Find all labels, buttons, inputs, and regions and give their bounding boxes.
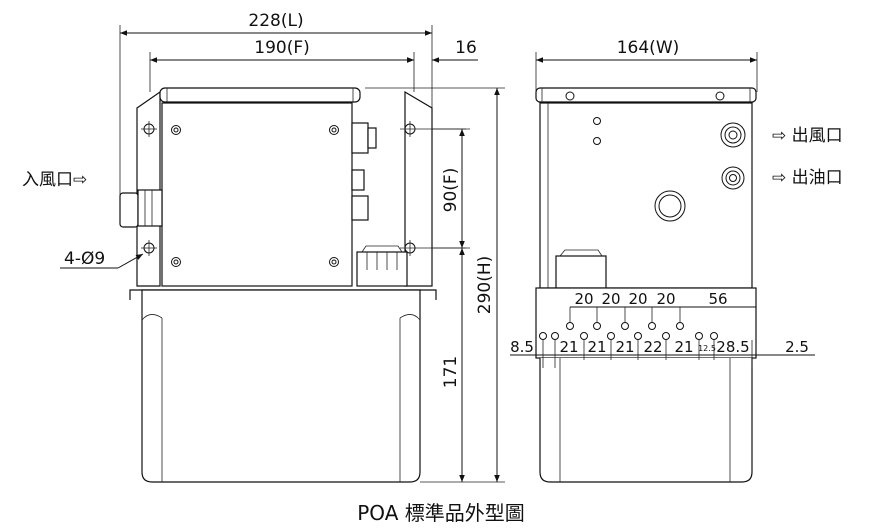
knob-icon: [654, 190, 686, 222]
label-air-inlet: 入風口⇨: [22, 170, 87, 190]
dim-spacing-top-4: 20: [656, 290, 675, 308]
terminal-block-icon: [356, 245, 408, 287]
dim-overall-height: 290(H): [475, 256, 495, 315]
dim-spacing-bottom-8: 28.5: [716, 338, 749, 356]
oil-tank: [141, 289, 421, 483]
side-bracket: [136, 90, 161, 287]
hole-row: [539, 322, 718, 340]
dim-spacing-bottom-6: 21: [674, 338, 693, 356]
dim-width: 164(W): [617, 38, 680, 58]
side-tank: [539, 358, 753, 483]
label-oil-outlet: ⇨ 出油口: [772, 168, 843, 188]
top-rod: [159, 87, 361, 103]
dim-frame-vertical: 90(F): [441, 168, 461, 213]
drawing-caption: POA 標準品外型圖: [357, 501, 525, 525]
dim-offset-16: 16: [455, 38, 477, 58]
dim-spacing-bottom-4: 21: [615, 338, 634, 356]
dim-spacing-top-3: 20: [628, 290, 647, 308]
dim-spacing-bottom-9: 2.5: [785, 338, 809, 356]
label-air-outlet: ⇨ 出風口: [772, 126, 843, 146]
dim-spacing-top-5: 56: [708, 290, 727, 308]
dim-spacing-bottom-7: 12.5: [698, 344, 716, 353]
dim-spacing-bottom-1: 8.5: [510, 338, 534, 356]
side-view: 164(W) ⇨ 出風口 ⇨ 出油口: [510, 38, 843, 483]
front-view: 228(L) 190(F) 16: [22, 11, 505, 483]
side-bracket-right: [404, 90, 433, 287]
top-rail: [535, 87, 757, 103]
dim-spacing-bottom-5: 22: [643, 338, 662, 356]
screw-icon: [171, 125, 339, 267]
dim-frame-length: 190(F): [254, 38, 310, 58]
dim-tank-height: 171: [441, 356, 461, 388]
fitting-icon: [351, 122, 377, 221]
dim-spacing-bottom-2: 21: [559, 338, 578, 356]
dim-hole-spec: 4-Ø9: [64, 249, 105, 269]
dim-overall-length: 228(L): [248, 11, 303, 31]
terminal-block-icon: [555, 255, 607, 289]
outlet-fitting-icon: [720, 122, 746, 190]
inlet-fitting-icon: [119, 189, 163, 228]
dim-spacing-bottom-3: 21: [587, 338, 606, 356]
dim-spacing-top-2: 20: [601, 290, 620, 308]
dim-spacing-top-1: 20: [574, 290, 593, 308]
base-plate: [535, 287, 757, 359]
motor-box: [161, 102, 353, 287]
